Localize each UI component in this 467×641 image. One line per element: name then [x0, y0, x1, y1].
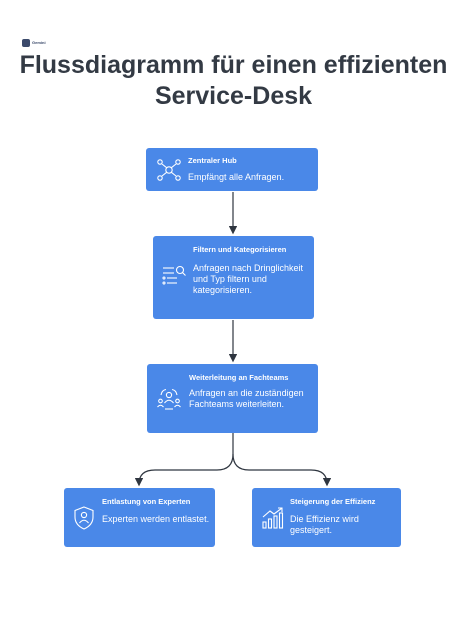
- hub-network-icon: [157, 159, 181, 181]
- node-description: Experten werden entlastet.: [102, 514, 210, 524]
- node-title: Entlastung von Experten: [102, 497, 191, 506]
- brand-logo: Gemini: [22, 38, 48, 47]
- node-title: Zentraler Hub: [188, 156, 237, 165]
- page-title: Flussdiagramm für einen effizienten Serv…: [10, 50, 457, 112]
- node-weiterleitung-fachteams: Weiterleitung an Fachteams Anfragen an d…: [147, 364, 318, 433]
- connector-routing-to-efficiency: [232, 453, 332, 487]
- logo-mark-icon: [22, 38, 30, 47]
- shield-person-icon: [74, 506, 94, 530]
- node-title: Filtern und Kategorisieren: [193, 245, 287, 254]
- growth-chart-icon: [262, 507, 284, 529]
- logo-text: Gemini: [32, 39, 46, 45]
- team-routing-icon: [157, 388, 181, 410]
- node-title: Steigerung der Effizienz: [290, 497, 376, 506]
- node-title: Weiterleitung an Fachteams: [189, 373, 289, 382]
- node-description: Empfängt alle Anfragen.: [188, 172, 285, 182]
- node-zentraler-hub: Zentraler Hub Empfängt alle Anfragen.: [146, 148, 318, 191]
- node-entlastung-experten: Entlastung von Experten Experten werden …: [64, 488, 215, 547]
- node-description: Die Effizienz wird gesteigert.: [290, 514, 359, 535]
- node-filtern-kategorisieren: Filtern und Kategorisieren Anfragen nach…: [153, 236, 314, 319]
- connector-routing-to-experts: [134, 433, 234, 487]
- page-title-line-1: Flussdiagramm für einen effizienten: [19, 51, 448, 79]
- node-description: Anfragen nach Dringlichkeit und Typ filt…: [193, 263, 304, 295]
- page-title-line-2: Service-Desk: [154, 82, 313, 110]
- node-description: Anfragen an die zuständigen Fachteams we…: [189, 388, 304, 409]
- node-steigerung-effizienz: Steigerung der Effizienz Die Effizienz w…: [252, 488, 401, 547]
- filter-list-search-icon: [162, 265, 186, 285]
